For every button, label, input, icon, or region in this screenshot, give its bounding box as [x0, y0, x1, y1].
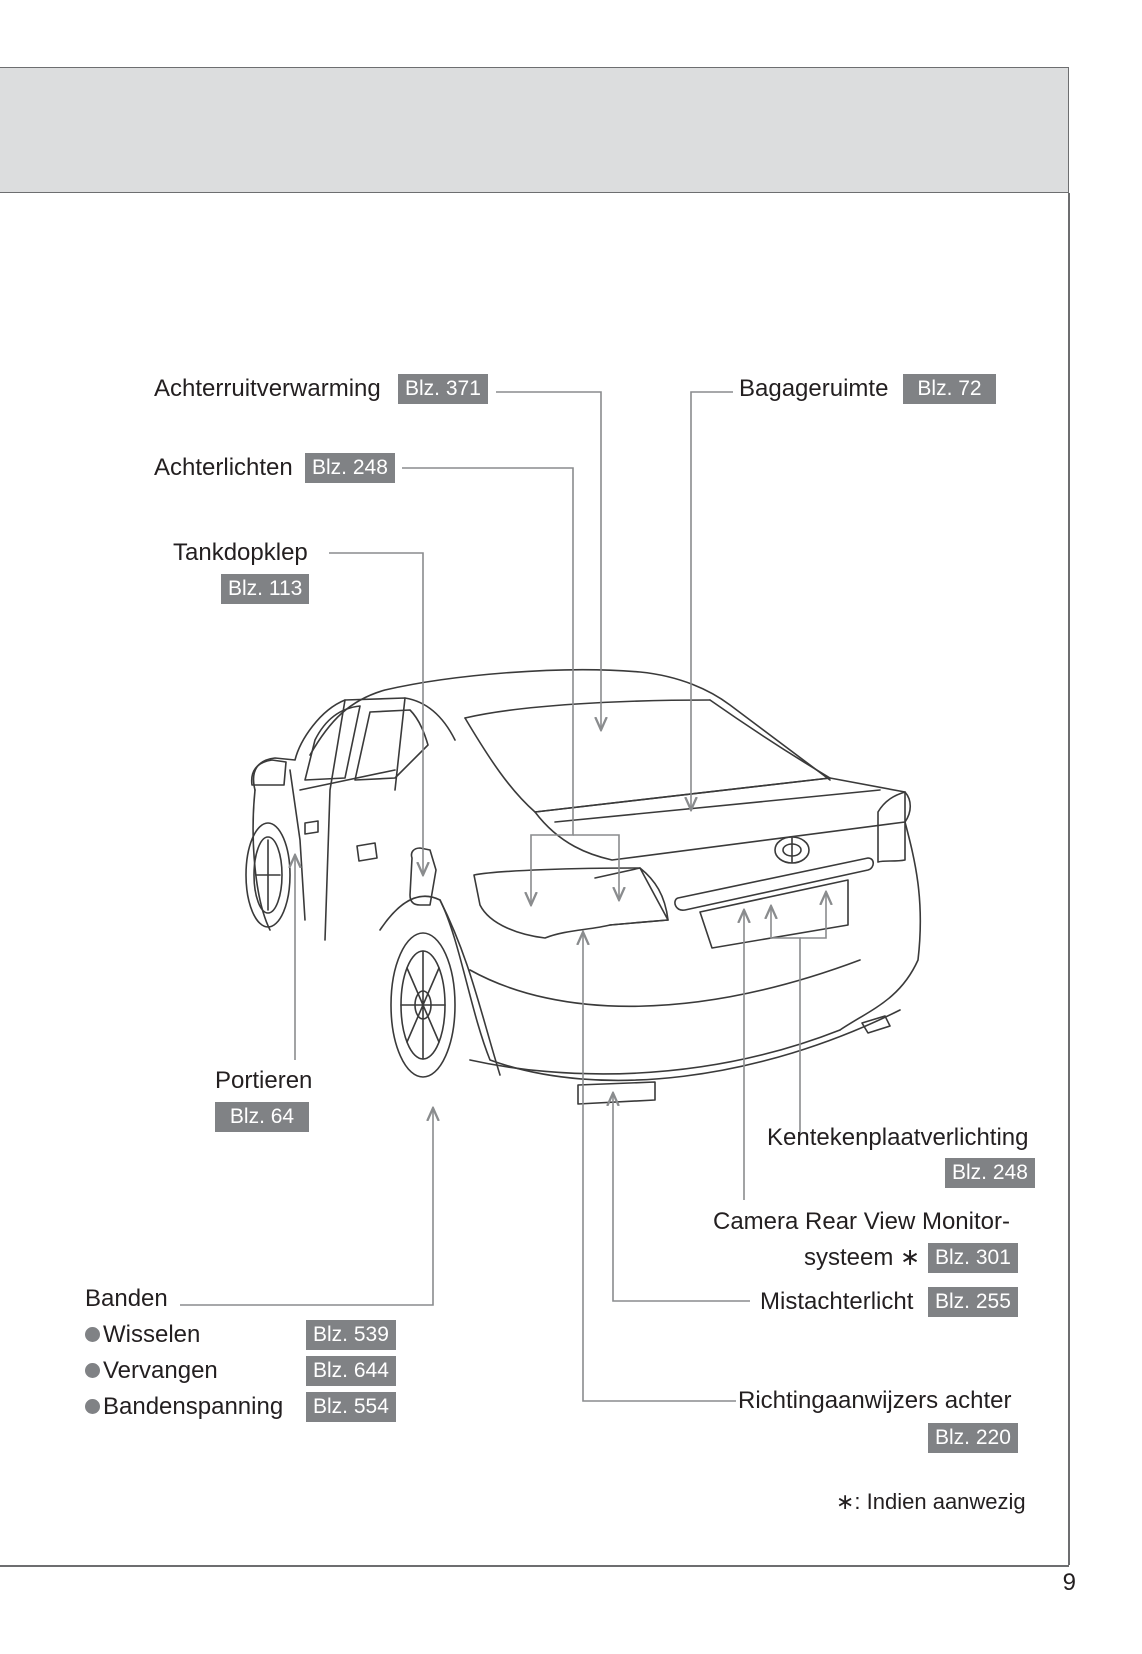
- page-frame-right: [1068, 193, 1070, 1565]
- callout-bagageruimte-label: Bagageruimte: [739, 375, 889, 402]
- bullet-icon: [85, 1399, 100, 1414]
- callout-mistachterlicht-label: Mistachterlicht: [760, 1288, 914, 1315]
- page-ref-achterruitverwarming[interactable]: Blz. 371: [398, 374, 488, 404]
- bullet-icon: [85, 1363, 100, 1378]
- bullet-icon: [85, 1327, 100, 1342]
- callout-tankdopklep-label: Tankdopklep: [173, 539, 308, 566]
- page-ref-mistachterlicht[interactable]: Blz. 255: [928, 1287, 1018, 1317]
- banden-item-bandenspanning: Bandenspanning: [85, 1393, 283, 1421]
- banden-item-label: Wisselen: [103, 1321, 201, 1348]
- banden-item-label: Bandenspanning: [103, 1393, 284, 1420]
- page-ref-achterlichten[interactable]: Blz. 248: [305, 453, 395, 483]
- banden-item-wisselen: Wisselen: [85, 1321, 200, 1349]
- page-ref-wisselen[interactable]: Blz. 539: [306, 1320, 396, 1350]
- page-ref-camera[interactable]: Blz. 301: [928, 1243, 1018, 1273]
- page-ref-tankdopklep[interactable]: Blz. 113: [221, 574, 310, 604]
- page-ref-bagageruimte[interactable]: Blz. 72: [903, 374, 996, 404]
- page-ref-richtingaanwijzers[interactable]: Blz. 220: [928, 1423, 1018, 1453]
- callout-richtingaanwijzers-label: Richtingaanwijzers achter: [738, 1387, 1012, 1414]
- page-number: 9: [1062, 1569, 1076, 1596]
- callout-achterruitverwarming-label: Achterruitverwarming: [154, 375, 381, 402]
- callout-camera-label-line1: Camera Rear View Monitor-: [713, 1208, 1010, 1235]
- page-ref-bandenspanning[interactable]: Blz. 554: [306, 1392, 396, 1422]
- callout-portieren-label: Portieren: [215, 1067, 313, 1094]
- callout-kentekenplaatverlichting-label: Kentekenplaatverlichting: [767, 1124, 1029, 1151]
- header-band: [0, 67, 1069, 193]
- banden-item-label: Vervangen: [103, 1357, 218, 1384]
- page-ref-vervangen[interactable]: Blz. 644: [306, 1356, 396, 1386]
- callout-camera-label-line2: systeem ∗: [804, 1244, 921, 1271]
- callout-banden-label: Banden: [85, 1285, 168, 1312]
- callout-achterlichten-label: Achterlichten: [154, 454, 293, 481]
- page-ref-portieren[interactable]: Blz. 64: [215, 1102, 309, 1132]
- footnote: ∗: Indien aanwezig: [836, 1489, 1026, 1514]
- page-frame-bottom: [0, 1565, 1069, 1567]
- page-ref-kentekenplaatverlichting[interactable]: Blz. 248: [945, 1158, 1035, 1188]
- banden-item-vervangen: Vervangen: [85, 1357, 218, 1385]
